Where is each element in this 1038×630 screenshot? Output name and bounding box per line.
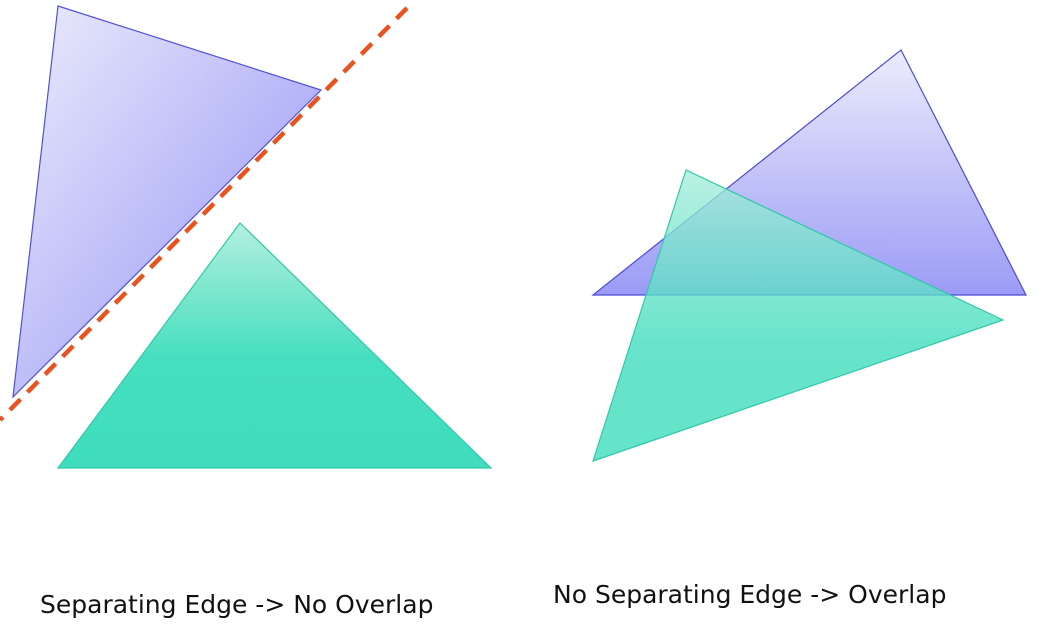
right-green-triangle bbox=[592, 169, 1005, 462]
left-scenario bbox=[0, 5, 493, 469]
left-blue-triangle bbox=[12, 5, 323, 399]
left-caption: Separating Edge -> No Overlap bbox=[40, 590, 434, 619]
right-caption: No Separating Edge -> Overlap bbox=[553, 580, 947, 609]
right-scenario bbox=[591, 49, 1027, 462]
left-green-triangle bbox=[56, 222, 493, 469]
separating-edge-line bbox=[0, 6, 409, 422]
